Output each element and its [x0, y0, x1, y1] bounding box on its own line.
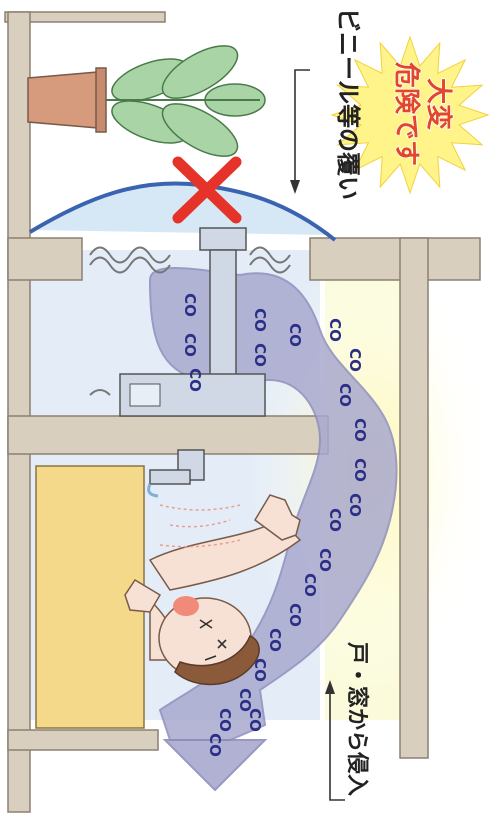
counter-shelf [8, 416, 328, 454]
co-label: CO [181, 293, 199, 317]
entry-label: 戸・窓から侵入 [344, 642, 370, 796]
co-label: CO [251, 343, 269, 367]
co-label: CO [181, 333, 199, 357]
co-label: CO [346, 348, 364, 372]
co-label: CO [251, 658, 269, 682]
co-label: CO [206, 733, 224, 757]
co-label: CO [216, 708, 234, 732]
floor-left [8, 730, 158, 750]
co-label: CO [351, 418, 369, 442]
co-label: CO [251, 308, 269, 332]
co-label: CO [351, 458, 369, 482]
co-label: CO [286, 323, 304, 347]
co-label: CO [301, 573, 319, 597]
warning-line2: 危険です [391, 62, 422, 166]
co-label: CO [346, 493, 364, 517]
co-label: CO [186, 368, 204, 392]
co-label: CO [326, 508, 344, 532]
flushed-cheek [173, 596, 199, 616]
upper-shelf-left [8, 238, 82, 280]
warning-line1: 大変 [423, 78, 454, 130]
pot-rim [96, 68, 106, 132]
potted-plant [28, 35, 265, 166]
left-wall [8, 12, 30, 812]
co-label: CO [336, 383, 354, 407]
plant-pot [28, 72, 98, 128]
flue-pipe [210, 250, 236, 380]
right-pillar [400, 238, 428, 758]
cover-label: ビニール等の覆い [334, 8, 362, 200]
co-label: CO [286, 603, 304, 627]
co-label: CO [266, 628, 284, 652]
co-label: CO [326, 318, 344, 342]
co-label: CO [316, 548, 334, 572]
upper-shelf-right [310, 238, 480, 280]
co-label: CO [246, 708, 264, 732]
